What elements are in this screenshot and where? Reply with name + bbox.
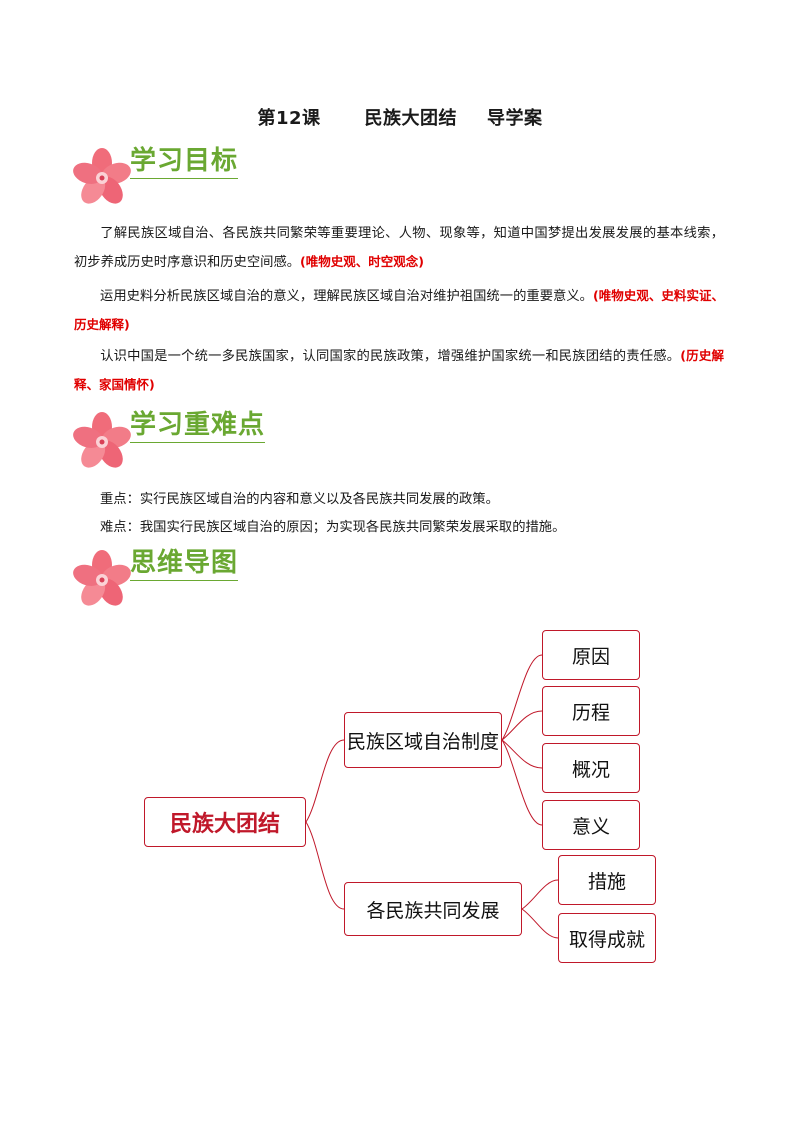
goal-3-tag: (历史解释、家国情怀) (74, 348, 725, 392)
keypoints-heading: 学习重难点 (130, 408, 266, 443)
flower-icon (73, 148, 131, 204)
goal-1: 了解民族区域自治、各民族共同繁荣等重要理论、人物、现象等，知道中国梦提出发展发展… (74, 220, 724, 277)
connector-b2-c1 (521, 879, 559, 910)
mindmap-root: 民族大团结 (144, 797, 306, 847)
mindmap-node-significance: 意义 (542, 800, 640, 850)
mindmap-branch-development: 各民族共同发展 (344, 882, 522, 936)
goal-3-text: 认识中国是一个统一多民族国家，认同国家的民族政策，增强维护国家统一和民族团结的责… (100, 349, 681, 364)
mindmap-section-heading: 思维导图 (72, 546, 332, 610)
goals-heading: 学习目标 (130, 144, 239, 179)
page-title: 第12课 民族大团结 导学案 (0, 104, 800, 130)
goals-section-heading: 学习目标 (72, 144, 332, 208)
connector-b1-c4 (501, 739, 543, 826)
goal-1-text: 了解民族区域自治、各民族共同繁荣等重要理论、人物、现象等，知道中国梦提出发展发展… (74, 226, 724, 270)
connector-root-branch2 (305, 821, 345, 910)
mindmap-heading: 思维导图 (130, 546, 239, 581)
mindmap-node-achievements: 取得成就 (558, 913, 656, 963)
goal-3: 认识中国是一个统一多民族国家，认同国家的民族政策，增强维护国家统一和民族团结的责… (74, 342, 724, 400)
goal-2: 运用史料分析民族区域自治的意义，理解民族区域自治对维护祖国统一的重要意义。(唯物… (74, 282, 724, 340)
connector-b1-c1 (501, 654, 543, 741)
lesson-number: 第12课 (257, 108, 321, 129)
goal-1-tag: (唯物史观、时空观念) (300, 254, 424, 269)
flower-icon (73, 550, 131, 606)
mindmap-node-measures: 措施 (558, 855, 656, 905)
connector-b1-c2 (501, 710, 543, 741)
connector-b1-c3 (501, 739, 543, 769)
mindmap-node-reason: 原因 (542, 630, 640, 680)
keypoint-difficulty: 难点：我国实行民族区域自治的原因；为实现各民族共同繁荣发展采取的措施。 (100, 520, 566, 535)
lesson-type: 导学案 (487, 108, 543, 129)
mindmap-branch-autonomy: 民族区域自治制度 (344, 712, 502, 768)
connector-b2-c2 (521, 908, 559, 939)
lesson-topic: 民族大团结 (364, 108, 458, 129)
keypoints-section-heading: 学习重难点 (72, 408, 332, 472)
keypoint-focus: 重点：实行民族区域自治的内容和意义以及各民族共同发展的政策。 (100, 492, 499, 507)
connector-root-branch1 (305, 739, 345, 823)
goal-2-text: 运用史料分析民族区域自治的意义，理解民族区域自治对维护祖国统一的重要意义。 (100, 289, 594, 304)
flower-icon (73, 412, 131, 468)
mindmap-node-history: 历程 (542, 686, 640, 736)
mindmap-node-overview: 概况 (542, 743, 640, 793)
goal-2-tag: (唯物史观、史料实证、历史解释) (74, 288, 724, 332)
